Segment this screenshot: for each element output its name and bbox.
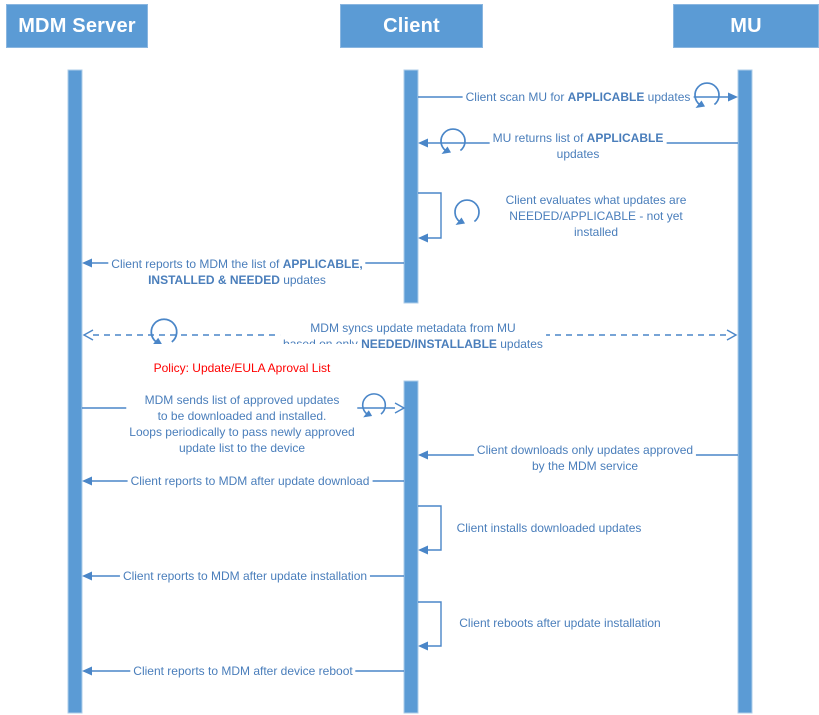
policy-title: Policy: Update/EULA Aproval List: [153, 361, 331, 375]
message-label-m4: Client reports to MDM the list of APPLIC…: [108, 256, 366, 288]
arrowhead-left: [418, 138, 428, 148]
loop-icon: [694, 82, 720, 109]
open-arrowhead-right: [726, 329, 738, 341]
arrowhead-left: [418, 641, 428, 651]
message-m9-install-self: [418, 505, 442, 555]
self-message-bracket: [418, 192, 442, 239]
arrowhead-left: [82, 571, 92, 581]
actor-label-client: Client: [383, 14, 440, 37]
message-label-m12: Client reports to MDM after device reboo…: [130, 663, 356, 679]
lifeline-mu: [737, 69, 753, 714]
actor-label-mu: MU: [730, 14, 762, 37]
message-m5-sync-metadata: [82, 318, 738, 347]
lifeline-client-upper: [403, 69, 419, 304]
arrowhead-left: [82, 258, 92, 268]
message-m11-reboot-self: [418, 601, 442, 651]
arrowhead-right: [728, 92, 738, 102]
message-label-m9: Client installs downloaded updates: [453, 520, 645, 536]
message-label-m8: Client reports to MDM after update downl…: [127, 473, 373, 489]
actor-box-mdm-server: MDM Server: [6, 4, 148, 48]
arrowhead-left: [82, 476, 92, 486]
lifeline-mdm-server: [67, 69, 83, 714]
loop-icon: [454, 199, 480, 226]
actor-box-client: Client: [340, 4, 483, 48]
open-arrowhead-left: [82, 329, 94, 341]
self-message-bracket: [418, 601, 442, 647]
actor-box-mu: MU: [673, 4, 819, 48]
open-arrowhead-right: [394, 402, 406, 414]
arrowhead-left: [82, 666, 92, 676]
arrowhead-left: [418, 233, 428, 243]
message-m3-evaluate-self: [418, 192, 480, 243]
message-label-m7: Client downloads only updates approved b…: [473, 442, 697, 474]
message-label-m6: Policy: Update/EULA Aproval List MDM sen…: [126, 344, 358, 472]
loop-icon: [440, 128, 466, 155]
arrowhead-left: [418, 545, 428, 555]
loop-icon: [361, 393, 387, 419]
message-label-m6-body: MDM sends list of approved updates to be…: [129, 393, 355, 455]
message-label-m10: Client reports to MDM after update insta…: [119, 568, 371, 584]
message-label-m3: Client evaluates what updates are NEEDED…: [484, 192, 708, 240]
message-label-m11: Client reboots after update installation: [456, 615, 664, 631]
message-label-m2: MU returns list of APPLICABLE updates: [489, 130, 667, 162]
lifeline-client-lower: [403, 380, 419, 714]
arrowhead-left: [418, 450, 428, 460]
self-message-bracket: [418, 505, 442, 551]
message-label-m1: Client scan MU for APPLICABLE updates: [462, 89, 694, 105]
actor-label-mdm-server: MDM Server: [18, 14, 136, 37]
loop-icon: [150, 318, 178, 347]
